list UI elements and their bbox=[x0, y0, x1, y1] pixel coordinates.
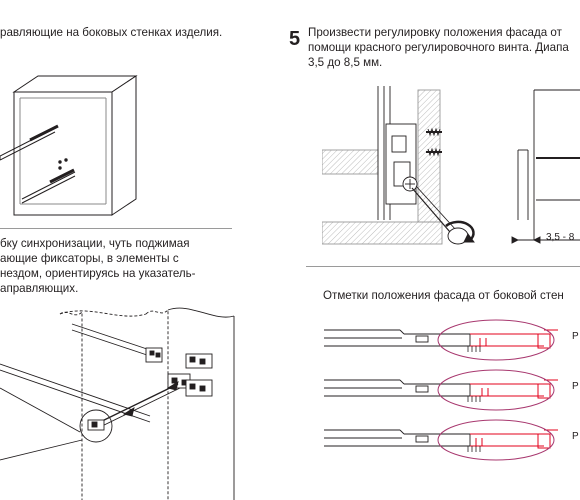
sync-line-2: ающие фиксаторы, в элементы с bbox=[0, 252, 179, 265]
section-divider-right bbox=[306, 266, 580, 267]
facade-marks-diagram bbox=[324, 319, 558, 461]
step-number: 5 bbox=[289, 28, 301, 50]
row-label-2: Р bbox=[572, 381, 579, 392]
sync-rod-illustration bbox=[0, 307, 235, 500]
adjustment-screw-illustration bbox=[322, 86, 580, 245]
cabinet-illustration bbox=[0, 75, 138, 216]
row-label-1: Р bbox=[572, 331, 579, 342]
marks-row-3 bbox=[324, 419, 558, 461]
sync-line-3: нездом, ориентируясь на указатель- bbox=[0, 267, 196, 280]
step-line-3: 3,5 до 8,5 мм. bbox=[308, 56, 383, 69]
marks-title: Отметки положения фасада от боковой стен bbox=[323, 289, 564, 302]
dimension-label: 3,5 - 8 bbox=[546, 232, 575, 243]
step-line-2: помощи красного регулировочного винта. Д… bbox=[308, 41, 569, 54]
marks-row-1 bbox=[324, 319, 558, 361]
marks-row-2 bbox=[324, 369, 558, 411]
sync-line-1: бку синхронизации, чуть поджимая bbox=[0, 237, 190, 250]
instruction-top: равляющие на боковых стенках изделия. bbox=[0, 26, 223, 39]
section-divider-left bbox=[0, 228, 232, 229]
step-line-1: Произвести регулировку положения фасада … bbox=[308, 26, 562, 39]
row-label-3: Р bbox=[572, 431, 579, 442]
sync-line-4: аправляющих. bbox=[0, 282, 79, 295]
